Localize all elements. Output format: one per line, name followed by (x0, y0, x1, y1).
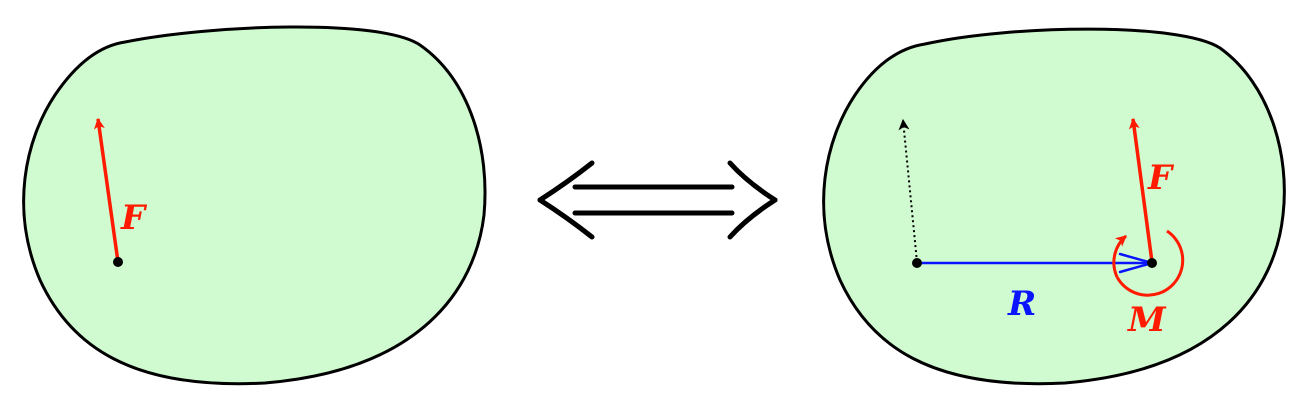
reference-point (912, 258, 922, 268)
left-force-label: F (120, 198, 148, 238)
right-force-label: F (1147, 158, 1175, 198)
translated-force-ghost-vector (898, 118, 918, 263)
left-rigid-body (22, 25, 487, 386)
position-vector-label: R (1007, 284, 1036, 324)
moment-label: M (1127, 300, 1167, 340)
right-rigid-body (822, 27, 1286, 386)
right-application-point (1147, 258, 1157, 268)
right-force-vector (1128, 117, 1154, 263)
left-panel: F (22, 25, 487, 386)
right-panel: F R M (822, 27, 1286, 386)
moment-arc (1115, 229, 1185, 297)
moment-arc-tail (1112, 234, 1128, 278)
left-force-vector (93, 117, 120, 263)
equivalence-icon (537, 160, 778, 240)
left-application-point (113, 257, 123, 267)
